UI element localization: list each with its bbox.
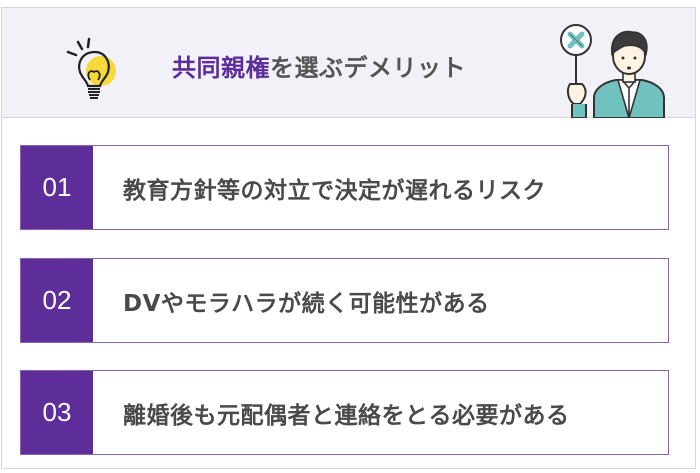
header: 共同親権を選ぶデメリット [2, 8, 695, 118]
title-accent: 共同親権 [172, 54, 270, 82]
title-rest: を選ぶデメリット [270, 54, 466, 82]
item-text: DVやモラハラが続く可能性がある [123, 290, 490, 317]
list-item: 03 離婚後も元配偶者と連絡をとる必要がある [20, 370, 669, 455]
item-number: 03 [21, 371, 93, 454]
person-holding-cross-sign-icon [560, 24, 665, 118]
lightbulb-icon [66, 37, 116, 99]
page-title: 共同親権を選ぶデメリット [172, 48, 466, 83]
item-text: 教育方針等の対立で決定が遅れるリスク [123, 177, 546, 204]
item-number: 02 [21, 259, 93, 342]
infographic-card: 共同親権を選ぶデメリット 01 教育方針等の [1, 7, 696, 469]
item-text: 離婚後も元配偶者と連絡をとる必要がある [123, 402, 570, 429]
list-item: 02 DVやモラハラが続く可能性がある [20, 258, 669, 343]
item-number: 01 [21, 146, 93, 229]
list-item: 01 教育方針等の対立で決定が遅れるリスク [20, 145, 669, 230]
